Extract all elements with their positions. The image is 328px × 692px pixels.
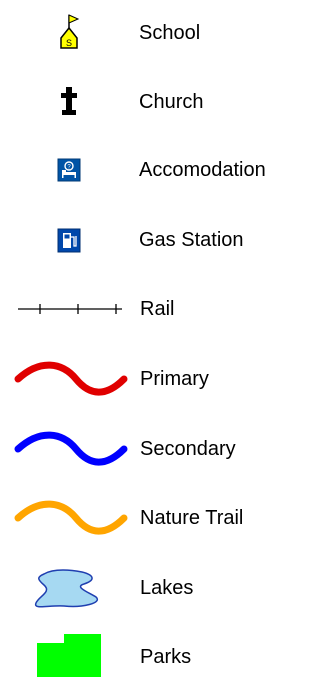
legend-label-school: School xyxy=(139,22,201,44)
secondary-road-icon xyxy=(0,419,135,479)
legend-item-rail: Rail xyxy=(0,279,328,339)
church-cross-icon xyxy=(0,72,135,132)
legend-label-accommodation: Accomodation xyxy=(139,159,266,181)
primary-road-icon xyxy=(0,349,135,409)
legend-label-lakes: Lakes xyxy=(140,577,194,599)
legend-label-primary: Primary xyxy=(140,368,209,390)
legend-item-accommodation: ? Accomodation xyxy=(0,140,328,200)
legend-item-church: Church xyxy=(0,72,328,132)
legend-item-parks: Parks xyxy=(0,627,328,687)
legend-label-rail: Rail xyxy=(140,298,175,320)
accommodation-bed-icon: ? xyxy=(0,140,135,200)
legend-label-secondary: Secondary xyxy=(140,438,236,460)
legend-item-school: S School xyxy=(0,3,328,63)
legend-item-gas-station: Gas Station xyxy=(0,210,328,270)
park-shape-icon xyxy=(0,627,135,687)
legend-item-lakes: Lakes xyxy=(0,558,328,618)
legend-item-secondary: Secondary xyxy=(0,419,328,479)
legend-label-gas-station: Gas Station xyxy=(139,229,244,251)
legend-label-church: Church xyxy=(139,91,204,113)
lake-shape-icon xyxy=(0,558,135,618)
legend-label-parks: Parks xyxy=(140,646,192,668)
legend-item-primary: Primary xyxy=(0,349,328,409)
svg-text:S: S xyxy=(66,38,72,48)
nature-trail-icon xyxy=(0,488,135,548)
svg-text:?: ? xyxy=(67,165,71,171)
school-flag-icon: S xyxy=(0,3,135,63)
legend-item-nature-trail: Nature Trail xyxy=(0,488,328,548)
rail-line-icon xyxy=(0,279,135,339)
legend-label-nature-trail: Nature Trail xyxy=(140,507,244,529)
gas-pump-icon xyxy=(0,210,135,270)
